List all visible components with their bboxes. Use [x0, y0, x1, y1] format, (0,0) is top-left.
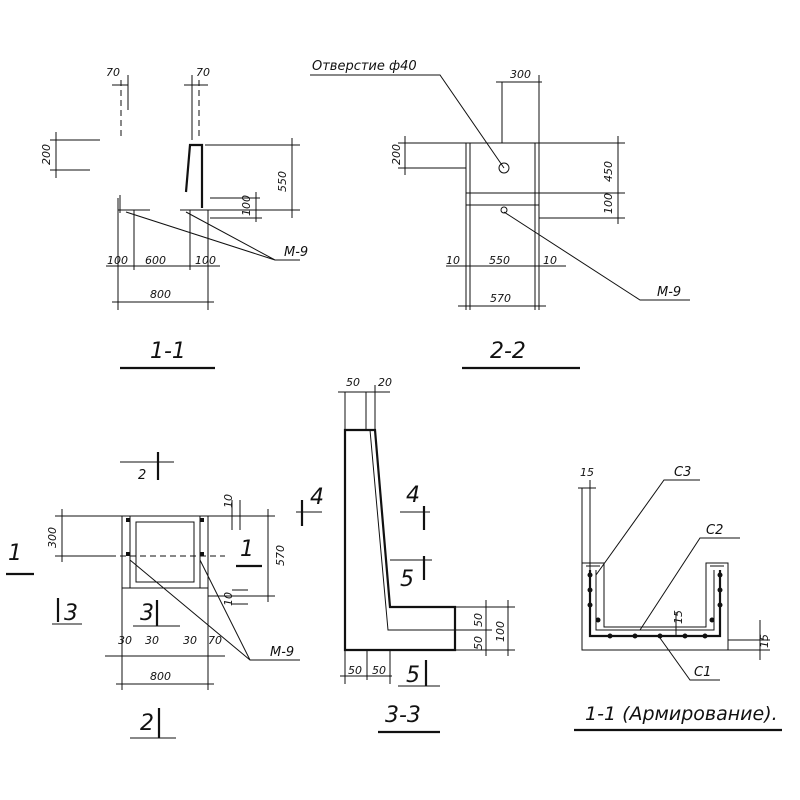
plan-dim-top-right: 10	[222, 494, 235, 508]
v22-box-upper	[465, 142, 540, 194]
rf-dim-right: 15	[758, 634, 771, 648]
v11-dim-top-left: 70	[106, 66, 120, 79]
v11-dim-bottom-left: 100	[107, 254, 128, 267]
plan-view: 2 300 570 10 10 1 1 3 3 4 30	[6, 452, 324, 739]
plan-dim-right-height: 570	[274, 545, 287, 566]
v11-title: 1-1	[150, 339, 186, 364]
v22-box-lower	[465, 192, 540, 206]
rf-outline	[581, 562, 729, 651]
rf-label-c1: С1	[694, 665, 711, 680]
v33-dim-top-right: 20	[378, 376, 392, 389]
v33-dim-top-left: 50	[346, 376, 360, 389]
rf-dim-inner: 15	[672, 610, 685, 624]
rf-title: 1-1 (Армирование).	[585, 703, 778, 725]
plan-dim-right-small: 10	[222, 592, 235, 606]
v22-hole	[498, 162, 510, 174]
plan-outer	[121, 515, 209, 589]
v11-callout: М-9	[284, 245, 308, 260]
v11-dim-top-right: 70	[196, 66, 210, 79]
v33-title: 3-3	[385, 703, 421, 728]
v22-callout: М-9	[657, 285, 681, 300]
v11-dim-left-height: 200	[40, 144, 53, 165]
rf-dim-top: 15	[580, 466, 594, 479]
plan-dim-left-height: 300	[46, 527, 59, 548]
v11-dim-bottom-total: 800	[150, 288, 171, 301]
plan-mark-left-1: 1	[8, 541, 22, 566]
v22-hole-label: Отверстие ф40	[312, 59, 417, 74]
plan-dim-b2: 30	[145, 634, 159, 647]
view-reinforcement: 15 15 15 С3 С2 С1 1-1 (Армирование).	[574, 465, 782, 732]
rf-label-c3: С3	[674, 465, 691, 480]
plan-inner	[135, 521, 195, 583]
v33-dim-bottom-mid: 50	[372, 664, 386, 677]
rf-label-c2: С2	[706, 523, 723, 538]
v22-dim-bottom-mid: 550	[489, 254, 510, 267]
view-3-3: 50 20 50 50 100 50 50 4 5 5 3-3	[338, 376, 515, 734]
plan-dim-b4: 70	[208, 634, 222, 647]
plan-mark-mid-3: 3	[140, 601, 154, 626]
plan-mark-left-3: 3	[64, 601, 78, 626]
v22-dim-bottom-left: 10	[446, 254, 460, 267]
v22-dim-bottom-right: 10	[543, 254, 557, 267]
plan-callout: М-9	[270, 645, 294, 660]
v33-mark-5: 5	[400, 567, 414, 592]
v33-dim-right-top: 50	[472, 613, 485, 627]
v11-dim-bottom-right: 100	[195, 254, 216, 267]
v33-dim-right-mid: 50	[472, 636, 485, 650]
plan-dim-bottom-total: 800	[150, 670, 171, 683]
plan-mark-top-2: 2	[138, 468, 146, 483]
v11-dim-right-height: 550	[276, 171, 289, 192]
v11-dim-small-right: 100	[240, 195, 253, 216]
plan-dim-b3: 30	[183, 634, 197, 647]
view-1-1: 70 70 200 550 100 100 600 100 800 М-9 1-…	[40, 66, 308, 370]
plan-mark-right-1: 1	[240, 537, 254, 562]
v22-dim-right-small: 100	[602, 193, 615, 214]
plan-bottom-title: 2	[140, 711, 154, 736]
v33-mark-bottom-5: 5	[406, 663, 420, 688]
rf-bars	[587, 572, 723, 639]
v33-dim-right-total: 100	[494, 621, 507, 642]
plan-mark-right-4: 4	[310, 485, 324, 510]
v22-dim-top: 300	[510, 68, 531, 81]
v22-title: 2-2	[490, 339, 526, 364]
view-2-2: Отверстие ф40 300 200 450 100 10 550 10 …	[310, 59, 690, 370]
v22-dim-right-height: 450	[602, 161, 615, 182]
v33-mark-4: 4	[406, 483, 420, 508]
v22-dim-bottom-total: 570	[490, 292, 511, 305]
v11-dim-bottom-mid: 600	[145, 254, 166, 267]
v22-dim-left-height: 200	[390, 144, 403, 165]
v33-outline	[343, 428, 457, 652]
v33-dim-bottom-left: 50	[348, 664, 362, 677]
plan-dim-b1: 30	[118, 634, 132, 647]
